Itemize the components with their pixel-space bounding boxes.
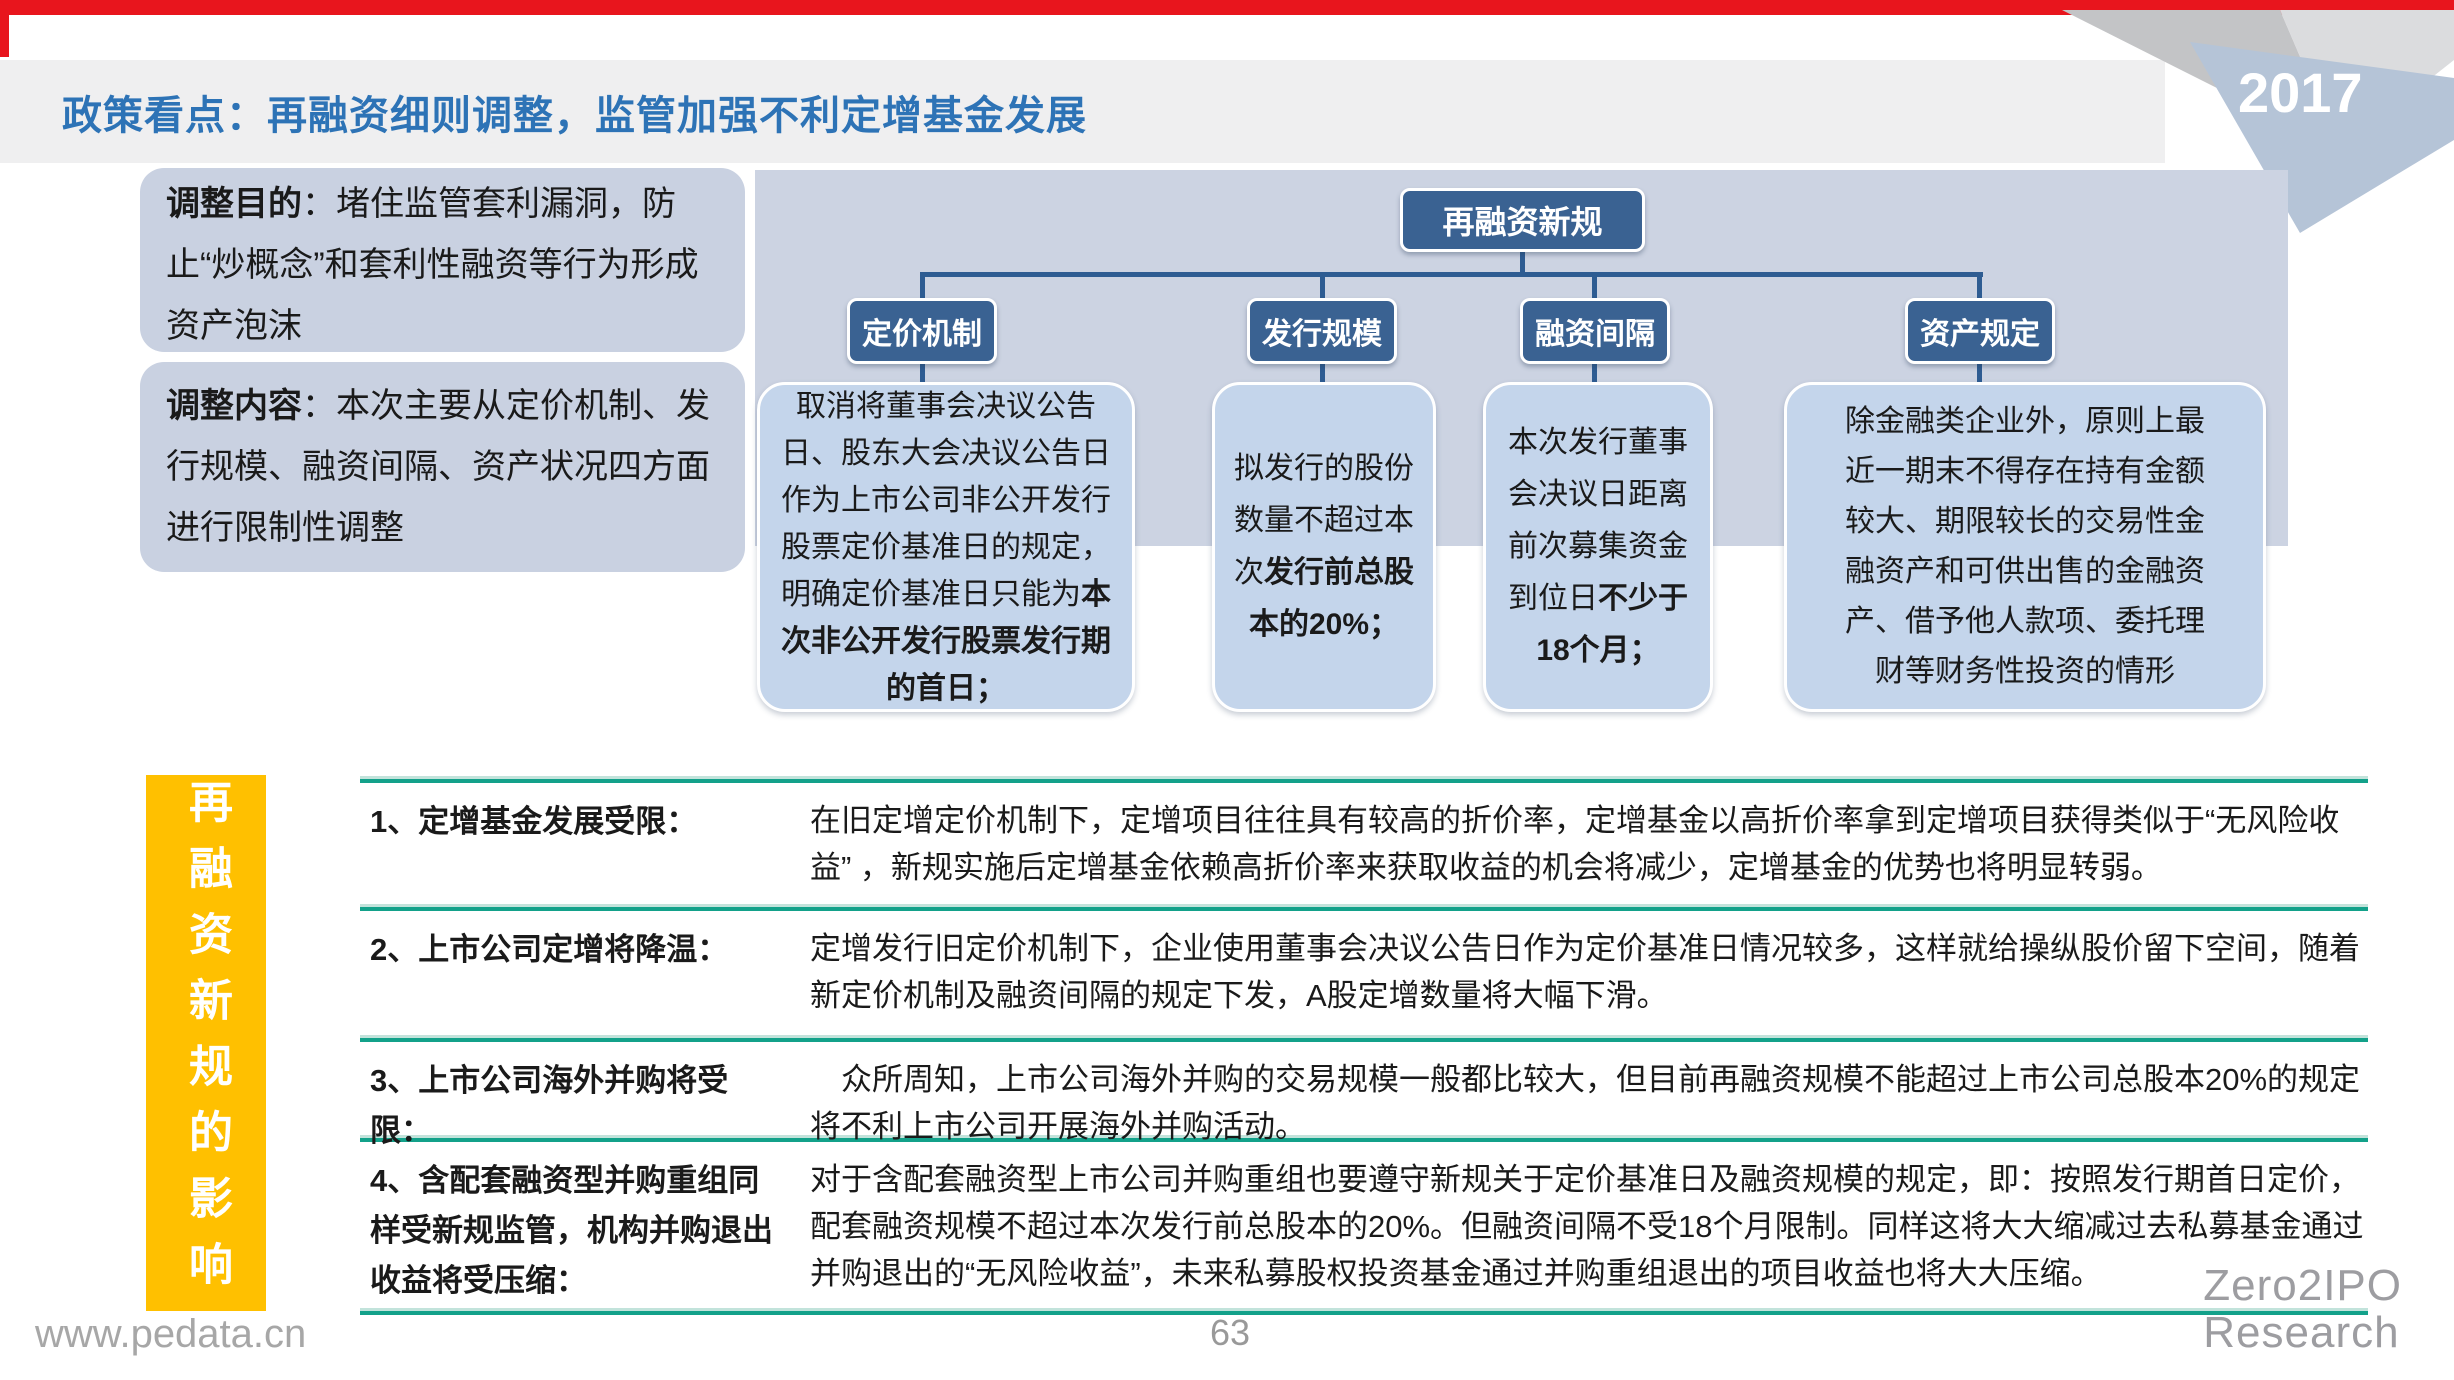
impact-heading-2: 2、上市公司定增将降温： [370, 932, 729, 967]
connector-stub [1592, 362, 1597, 384]
impact-desc-2: 定增发行旧定价机制下，企业使用董事会决议公告日作为定价基准日情况较多，这样就给操… [810, 931, 2360, 1013]
connector-stub [1320, 362, 1325, 384]
impact-desc-1: 在旧定增定价机制下，定增项目往往具有较高的折价率，定增基金以高折价率拿到定增项目… [810, 803, 2340, 885]
divider-line [360, 1308, 2368, 1315]
brand-logo-line1: Zero2IPO [2203, 1261, 2402, 1310]
brand-logo: Zero2IPO Research [2203, 1262, 2402, 1356]
content-label: 调整内容 [166, 387, 302, 425]
flow-desc-scale-text: 拟发行的股份数量不超过本次 [1234, 452, 1414, 589]
flow-node-scale: 发行规模 [1247, 298, 1397, 364]
flow-desc-interval: 本次发行董事会决议日距离前次募集资金到位日不少于18个月； [1483, 382, 1713, 712]
impact-row-2: 2、上市公司定增将降温： 定增发行旧定价机制下，企业使用董事会决议公告日作为定价… [360, 911, 2368, 1035]
footer-website: www.pedata.cn [35, 1312, 307, 1356]
divider-line [360, 904, 2368, 911]
connector-stub [920, 274, 925, 300]
purpose-box: 调整目的：堵住监管套利漏洞，防止“炒概念”和套利性融资等行为形成资产泡沫 [140, 168, 745, 352]
flow-node-assets: 资产规定 [1905, 298, 2055, 364]
impact-heading-4: 4、含配套融资型并购重组同样受新规监管，机构并购退出收益将受压缩： [370, 1163, 773, 1298]
impact-table: 1、定增基金发展受限： 在旧定增定价机制下，定增项目往往具有较高的折价率，定增基… [360, 776, 2368, 1315]
impact-side-label-text: 再融资新规的影响 [182, 779, 231, 1307]
impact-row-1: 1、定增基金发展受限： 在旧定增定价机制下，定增项目往往具有较高的折价率，定增基… [360, 783, 2368, 904]
content-text: ：本次主要从定价机制、发行规模、融资间隔、资产状况四方面进行限制性调整 [166, 387, 710, 547]
divider-line [360, 1035, 2368, 1042]
impact-heading-1: 1、定增基金发展受限： [370, 804, 698, 839]
flow-desc-interval-text: 本次发行董事会决议日距离前次募集资金到位日 [1508, 426, 1688, 615]
flow-desc-pricing: 取消将董事会决议公告日、股东大会决议公告日作为上市公司非公开发行股票定价基准日的… [757, 382, 1135, 712]
page-number: 63 [1209, 1312, 1251, 1353]
flow-node-pricing: 定价机制 [847, 298, 997, 364]
flow-desc-pricing-text: 取消将董事会决议公告日、股东大会决议公告日作为上市公司非公开发行股票定价基准日的… [781, 389, 1111, 611]
purpose-text: ：堵住监管套利漏洞，防止“炒概念”和套利性融资等行为形成资产泡沫 [166, 185, 699, 345]
connector-stub [1977, 274, 1982, 300]
year-badge: 2017 [2238, 61, 2363, 124]
impact-side-label: 再融资新规的影响 [146, 775, 266, 1311]
title-band: 政策看点：再融资细则调整，监管加强不利定增基金发展 [0, 60, 2165, 163]
flow-node-interval: 融资间隔 [1520, 298, 1670, 364]
slide-title: 政策看点：再融资细则调整，监管加强不利定增基金发展 [62, 93, 1087, 138]
paper-plane-icon: 2017 [2062, 10, 2454, 233]
flow-desc-pricing-bold: 本次非公开发行股票发行期的首日； [781, 577, 1111, 705]
flow-desc-interval-bold: 不少于18个月； [1536, 582, 1688, 667]
connector-root-stem [1520, 248, 1525, 274]
flow-desc-scale: 拟发行的股份数量不超过本次发行前总股本的20%； [1212, 382, 1436, 712]
divider-line [360, 776, 2368, 783]
connector-horizontal [920, 272, 1983, 277]
impact-row-4: 4、含配套融资型并购重组同样受新规监管，机构并购退出收益将受压缩： 对于含配套融… [360, 1142, 2368, 1306]
divider-line [360, 1135, 2368, 1142]
impact-desc-4: 对于含配套融资型上市公司并购重组也要遵守新规关于定价基准日及融资规模的规定，即：… [810, 1162, 2364, 1291]
flow-root-node: 再融资新规 [1400, 188, 1645, 252]
flow-desc-assets-text: 除金融类企业外，原则上最近一期末不得存在持有金额较大、期限较长的交易性金融资产和… [1845, 405, 2205, 688]
connector-stub [1977, 362, 1982, 384]
connector-stub [920, 362, 925, 384]
purpose-label: 调整目的 [166, 185, 302, 223]
impact-row-3: 3、上市公司海外并购将受限： 众所周知，上市公司海外并购的交易规模一般都比较大，… [360, 1042, 2368, 1148]
brand-logo-line2: Research [2203, 1308, 2400, 1357]
content-box: 调整内容：本次主要从定价机制、发行规模、融资间隔、资产状况四方面进行限制性调整 [140, 362, 745, 572]
flow-desc-scale-bold: 发行前总股本的20%； [1248, 556, 1414, 641]
connector-stub [1592, 274, 1597, 300]
connector-stub [1320, 274, 1325, 300]
red-top-bar [0, 0, 2454, 15]
impact-desc-3: 众所周知，上市公司海外并购的交易规模一般都比较大，但目前再融资规模不能超过上市公… [810, 1062, 2361, 1144]
red-corner-accent [0, 0, 9, 57]
impact-heading-3: 3、上市公司海外并购将受限： [370, 1063, 729, 1148]
flow-desc-assets: 除金融类企业外，原则上最近一期末不得存在持有金额较大、期限较长的交易性金融资产和… [1784, 382, 2266, 712]
